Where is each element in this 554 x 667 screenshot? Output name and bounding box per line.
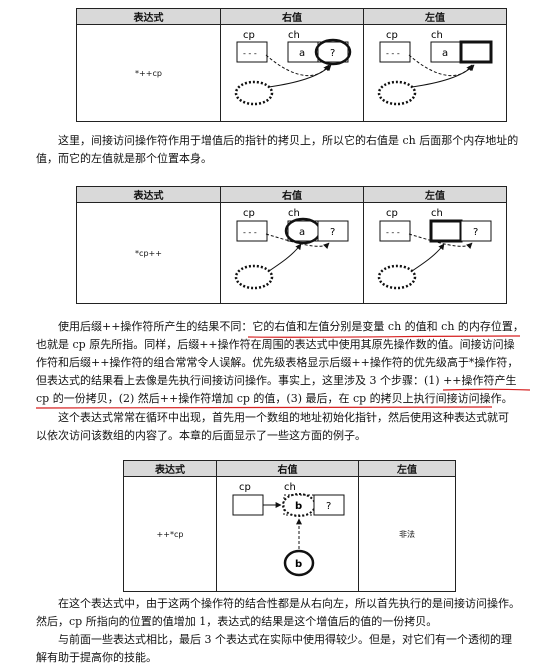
cp-dashes: - - - <box>243 228 257 237</box>
rvalue-diagram: cp ch - - - a ? <box>220 202 364 304</box>
table-postincrement: 表达式 右值 左值 *cp++ cp ch - - - a ? cp <box>76 186 507 304</box>
ch-value: b <box>295 501 302 512</box>
ch-label: ch <box>284 482 296 493</box>
paragraph-line: 与前面一些表达式相比，最后 3 个表达式在实际中使用得较少。但是，对它们有一个透… <box>58 633 512 646</box>
paragraph-line: 然后，cp 所指向的位置的值增加 1，表达式的结果是这个增值后的值的一份拷贝。 <box>36 615 438 628</box>
paragraph-5: 与前面一些表达式相比，最后 3 个表达式在实际中使用得较少。但是，对它们有一个透… <box>36 631 512 667</box>
cp-label: cp <box>243 208 255 219</box>
cp-label: cp <box>239 482 251 493</box>
copy-arrow <box>411 64 475 88</box>
rvalue-diagram-svg: cp ch - - - a ? <box>234 30 352 106</box>
header-expression: 表达式 <box>76 8 221 25</box>
paragraph-2: 使用后缀++操作符所产生的结果不同：它的右值和左值分别是变量 ch 的值和 ch… <box>36 318 524 408</box>
rvalue-diagram: cp ch b ? b <box>216 476 359 592</box>
copy-ellipse <box>377 264 417 290</box>
expression-cell: ++*cp <box>123 476 217 592</box>
highlight-ellipse <box>314 38 352 66</box>
cp-dashes: - - - <box>386 228 400 237</box>
paragraph-line: 作符和后缀++操作符的组合常常令人误解。优先级表格显示后缀++操作符的优先级高于… <box>36 356 519 369</box>
header-lvalue: 左值 <box>363 8 507 25</box>
cp-dashes: - - - <box>243 49 257 58</box>
ch-value: a <box>299 48 305 59</box>
copy-arrow <box>268 64 332 88</box>
next-value: ? <box>330 227 335 238</box>
paragraph-line: 值，而它的左值就是那个位置本身。 <box>36 152 212 165</box>
cp-box <box>379 41 411 63</box>
next-box <box>317 41 349 63</box>
cp-box <box>236 41 268 63</box>
result-value: b <box>295 559 302 570</box>
rvalue-diagram: cp ch - - - a ? <box>220 24 364 122</box>
paragraph-line: 使用后缀++操作符所产生的结果不同：它的右值和左值分别是变量 ch 的值和 ch… <box>58 320 524 333</box>
paragraph-line: 以依次访问该数组的内容了。本章的后面显示了一些这方面的例子。 <box>36 429 366 442</box>
lvalue-diagram: cp ch - - - a <box>363 24 507 122</box>
header-rvalue: 右值 <box>220 186 364 203</box>
cp-box <box>236 220 268 242</box>
paragraph-line: 但表达式的结果看上去像是先执行间接访问操作。事实上，这里涉及 3 个步骤：(1)… <box>36 374 517 387</box>
lvalue-cell: 非法 <box>358 476 456 592</box>
header-expression: 表达式 <box>123 460 217 477</box>
copy-arrow <box>411 243 445 272</box>
ch-box-highlighted <box>429 219 463 243</box>
pointer-arrow <box>408 233 473 249</box>
header-lvalue: 左值 <box>363 186 507 203</box>
cp-dashes: - - - <box>386 49 400 58</box>
paragraph-line: 这里，间接访问操作符作用于增值后的指针的拷贝上，所以它的右值是 ch 后面那个内… <box>58 134 519 147</box>
ch-label: ch <box>431 30 443 41</box>
paragraph-1: 这里，间接访问操作符作用于增值后的指针的拷贝上，所以它的右值是 ch 后面那个内… <box>36 132 518 168</box>
ch-label: ch <box>431 208 443 219</box>
expression-cell: *cp++ <box>76 202 221 304</box>
paragraph-line: 这个表达式常常在循环中出现，首先用一个数组的地址初始化指针，然后使用这种表达式就… <box>58 411 509 424</box>
cp-box <box>379 220 411 242</box>
expression-cell: *++cp <box>76 24 221 122</box>
copy-ellipse <box>377 80 417 106</box>
next-value: ? <box>330 48 335 59</box>
paragraph-3: 这个表达式常常在循环中出现，首先用一个数组的地址初始化指针，然后使用这种表达式就… <box>36 409 509 445</box>
paragraph-line: cp 的一份拷贝，(2) 然后++操作符增加 cp 的值，(3) 最后，在 cp… <box>36 392 513 405</box>
next-value: ? <box>473 227 478 238</box>
header-rvalue: 右值 <box>220 8 364 25</box>
ch-value: a <box>442 48 448 59</box>
lvalue-diagram-svg: cp ch - - - a <box>377 30 493 106</box>
next-box-highlighted <box>459 40 493 64</box>
cp-label: cp <box>386 208 398 219</box>
cp-label: cp <box>243 30 255 41</box>
rvalue-diagram-svg: cp ch b ? b <box>232 482 345 577</box>
table-increment-deref: 表达式 右值 左值 ++*cp cp ch b ? b 非法 <box>123 460 456 592</box>
pointer-arrow <box>265 233 330 249</box>
ch-label: ch <box>288 30 300 41</box>
next-box <box>460 220 492 242</box>
paragraph-line: 也就是 cp 原先所指。同样，后缀++操作符在周围的表达式中使用其原先操作数的值… <box>36 338 515 351</box>
paragraph-line: 在这个表达式中，由于这两个操作符的结合性都是从右向左，所以首先执行的是间接访问操… <box>58 597 520 610</box>
next-box <box>317 220 349 242</box>
copy-ellipse <box>234 264 274 290</box>
lvalue-diagram-svg: cp ch - - - ? <box>377 208 492 290</box>
table-preincrement: 表达式 右值 左值 *++cp cp ch - - - a ? cp <box>76 8 507 122</box>
paragraph-4: 在这个表达式中，由于这两个操作符的结合性都是从右向左，所以首先执行的是间接访问操… <box>36 595 520 631</box>
cp-box <box>232 494 264 516</box>
copy-arrow <box>268 243 302 272</box>
header-expression: 表达式 <box>76 186 221 203</box>
result-ellipse <box>283 549 315 577</box>
ch-label: ch <box>288 208 300 219</box>
next-box <box>313 494 345 516</box>
copy-ellipse <box>234 80 274 106</box>
ch-value: a <box>299 227 305 238</box>
rvalue-diagram-svg: cp ch - - - a ? <box>234 208 349 290</box>
lvalue-diagram: cp ch - - - ? <box>363 202 507 304</box>
header-rvalue: 右值 <box>216 460 359 477</box>
next-value: ? <box>326 501 331 512</box>
header-lvalue: 左值 <box>358 460 456 477</box>
paragraph-line: 解有助于提高你的技能。 <box>36 651 157 664</box>
cp-label: cp <box>386 30 398 41</box>
